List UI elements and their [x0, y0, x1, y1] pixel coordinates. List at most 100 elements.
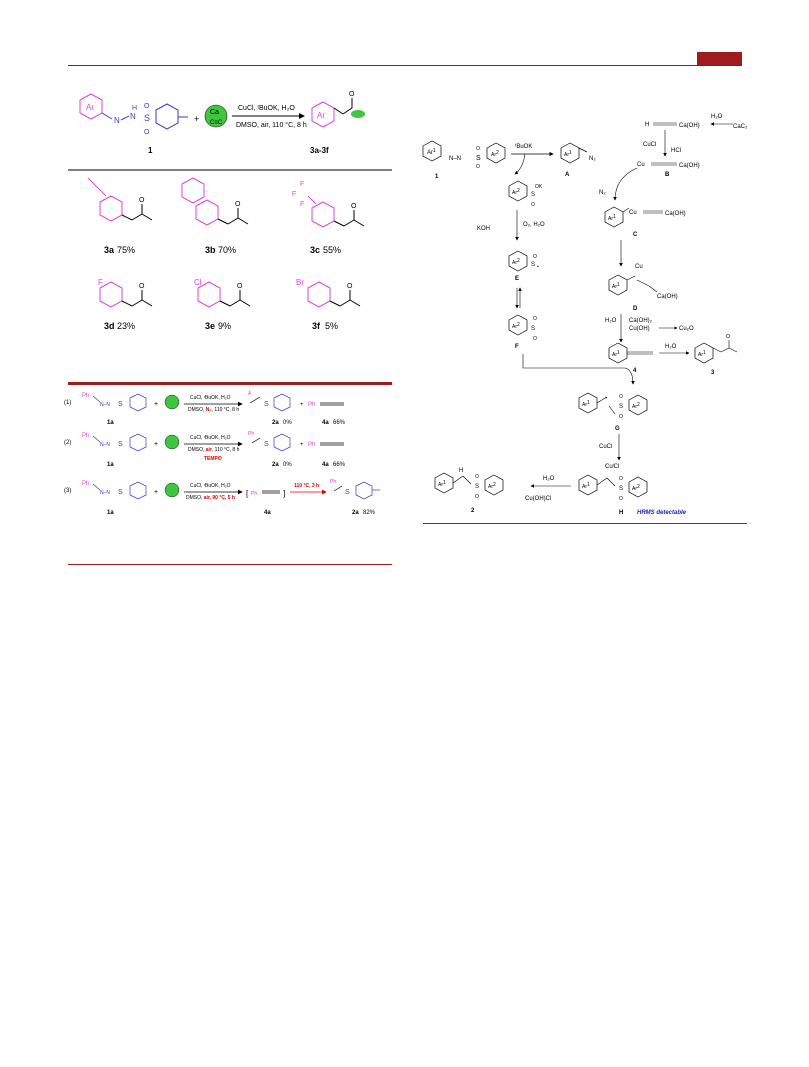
svg-text:O: O	[533, 316, 537, 322]
svg-text:•: •	[605, 396, 607, 402]
svg-text:O: O	[619, 476, 623, 482]
svg-text:Ar2: Ar2	[488, 482, 496, 490]
svg-text:Cu: Cu	[637, 162, 645, 168]
product-yield: 9%	[218, 321, 231, 331]
svg-text:S: S	[619, 404, 623, 410]
calcium-carbide-ball	[204, 104, 228, 128]
top-reaction: Ar N N H S O O 1 + Ca C≡C CuCl, ᵗBuOK, H…	[79, 91, 365, 155]
svg-text:Ar2: Ar2	[632, 484, 640, 492]
mechanism-sulfinate-e: Ar2 S OK O KOH O₂, H₂O Ar2 S O • E	[477, 180, 545, 309]
svg-text:]: ]	[283, 489, 285, 498]
svg-text:Ph: Ph	[82, 433, 89, 439]
svg-text:Ar1: Ar1	[427, 148, 436, 156]
svg-text:66%: 66%	[333, 420, 346, 426]
svg-text:S: S	[118, 401, 123, 408]
plus-sign: +	[194, 114, 199, 124]
mechanism-alkyne-4: Ar1 4 H₂O	[608, 342, 690, 374]
svg-text:Ar2: Ar2	[512, 322, 520, 330]
svg-text:4a: 4a	[322, 420, 329, 426]
svg-text:Ar1: Ar1	[582, 400, 590, 408]
svg-text:O: O	[476, 164, 480, 170]
header-rule	[68, 65, 742, 66]
product-3d: F O 3d 23%	[98, 278, 153, 331]
svg-text:4a: 4a	[264, 510, 271, 516]
svg-text:S: S	[476, 155, 481, 162]
svg-text:DMSO, air, 110 °C, 8 h: DMSO, air, 110 °C, 8 h	[188, 447, 240, 453]
svg-text:1a: 1a	[107, 462, 114, 468]
sulfonyl-o-bottom: O	[144, 129, 150, 136]
control-row-3: (3) Ph N–N S 1a + CuCl, ᵗBuOK, H₂O DMSO,…	[64, 479, 380, 516]
svg-text:+: +	[154, 489, 158, 496]
conditions-bottom: DMSO, air, 110 °C, 8 h	[236, 121, 307, 129]
svg-text:B: B	[665, 172, 670, 178]
product-range-label: 3a-3f	[310, 146, 329, 155]
svg-text:Ph: Ph	[248, 431, 254, 437]
svg-text:O: O	[351, 203, 357, 210]
hydrazone-n: N	[114, 116, 120, 125]
product-3e: Cl O 3e 9%	[194, 278, 251, 331]
svg-text:O: O	[619, 394, 623, 400]
svg-text:S: S	[264, 401, 269, 408]
svg-text:F: F	[515, 344, 519, 350]
product-id: 3f	[312, 321, 321, 331]
svg-text:O₂, H₂O: O₂, H₂O	[523, 222, 545, 228]
reagent-1-label: 1	[148, 146, 153, 155]
svg-text:•: •	[537, 264, 539, 270]
svg-text:Ar1: Ar1	[564, 150, 572, 158]
mechanism-intermediate-c: Ar1 Cu Ca(OH) C	[604, 206, 686, 267]
hydrazone-nh: N	[130, 112, 136, 121]
svg-text:O: O	[476, 146, 480, 152]
svg-text:E: E	[515, 276, 519, 282]
svg-text:(3): (3)	[64, 488, 71, 494]
product-ar1: Ar	[317, 111, 325, 120]
svg-text:Ar2: Ar2	[632, 402, 640, 410]
control-experiments: (1) Ph N–N S 1a + CuCl, ᵗBuOK, H₂O DMSO,…	[64, 391, 380, 516]
hydrazone-h: H	[132, 105, 137, 112]
svg-text:S: S	[264, 441, 269, 448]
svg-text:Ph: Ph	[308, 442, 315, 448]
product-3a: O 3a 75%	[87, 177, 153, 255]
product-3b: O 3b 70%	[181, 177, 249, 255]
svg-text:N–N: N–N	[100, 442, 110, 448]
svg-text:Ph: Ph	[251, 491, 257, 497]
svg-text:N–N: N–N	[100, 490, 110, 496]
svg-text:N–N: N–N	[449, 156, 461, 162]
svg-text:Ar1: Ar1	[612, 282, 620, 290]
sulfonyl-o-top: O	[144, 103, 150, 110]
svg-text:2: 2	[471, 508, 475, 514]
svg-text:2a: 2a	[272, 462, 279, 468]
sulfur-label: S	[144, 113, 150, 123]
mechanism-rule-bottom	[423, 523, 747, 524]
svg-text:0%: 0%	[283, 420, 292, 426]
svg-text:TEMPO: TEMPO	[204, 456, 222, 462]
svg-text:ᵗBuOK: ᵗBuOK	[515, 143, 532, 150]
svg-text:S: S	[475, 484, 479, 490]
svg-text:HCl: HCl	[671, 148, 681, 154]
svg-text:S: S	[531, 262, 535, 268]
svg-text:(1): (1)	[64, 400, 71, 406]
svg-text:S: S	[531, 192, 535, 198]
svg-text:1: 1	[435, 174, 439, 180]
svg-text:O: O	[531, 202, 535, 208]
svg-text:KOH: KOH	[477, 226, 490, 232]
product-id: 3e	[205, 321, 215, 331]
product-yield: 75%	[117, 245, 135, 255]
header-tab	[697, 52, 742, 65]
svg-text:F: F	[292, 191, 296, 198]
svg-text:Cu: Cu	[629, 210, 637, 216]
svg-text:Ar1: Ar1	[612, 350, 620, 358]
svg-text:CuCl, ᵗBuOK, H₂O: CuCl, ᵗBuOK, H₂O	[190, 483, 231, 489]
svg-text:1a: 1a	[107, 420, 114, 426]
mechanism-intermediate-g: Ar1 • S O O Ar2 G CuCl	[578, 392, 648, 461]
svg-text:Cu(OH): Cu(OH)	[629, 326, 650, 332]
svg-text:DMSO, air, 90 °C, 5 h: DMSO, air, 90 °C, 5 h	[186, 495, 235, 501]
panel-rule-bottom	[68, 564, 392, 565]
svg-text:Cu(OH)Cl: Cu(OH)Cl	[525, 496, 551, 502]
svg-text:+: +	[300, 402, 304, 408]
svg-text:F: F	[98, 278, 103, 287]
svg-text:H: H	[459, 468, 463, 474]
svg-text:S: S	[118, 441, 123, 448]
svg-text:OK: OK	[535, 184, 543, 190]
svg-text:O: O	[619, 496, 623, 502]
svg-text:O: O	[139, 283, 145, 290]
